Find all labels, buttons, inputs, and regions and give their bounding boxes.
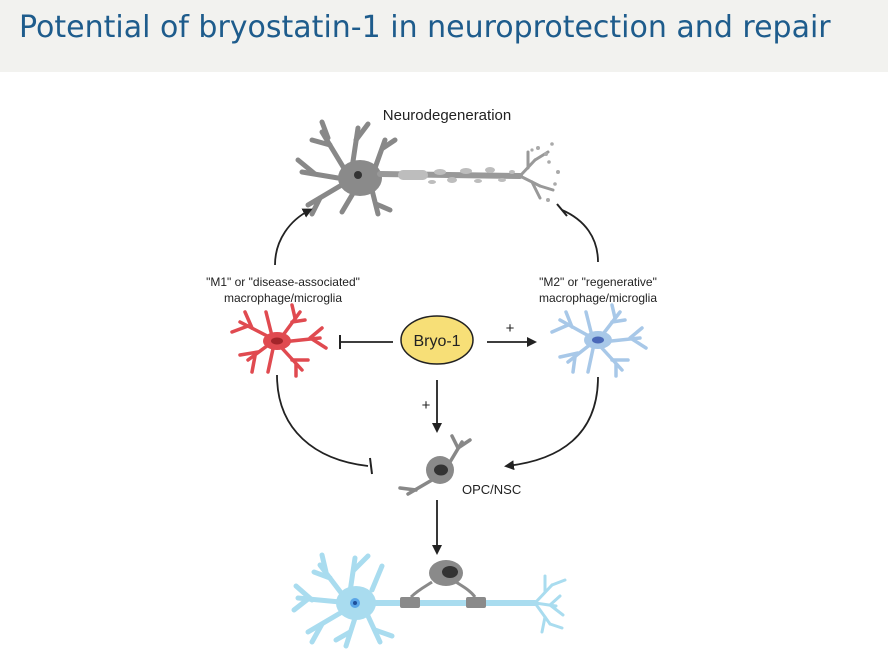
inhibit-bar-opc [369,457,373,475]
myelinated-neuron-icon [291,552,567,649]
m2-promotes-opc-arrow [504,376,599,471]
bryo-1-label: Bryo-1 [413,333,460,350]
m2-microglia-icon [550,303,648,378]
m1-label-line1: "M1" or "disease-associated" [206,275,360,289]
neurodegeneration-label: Neurodegeneration [383,107,511,124]
m2-label-line1: "M2" or "regenerative" [539,275,657,289]
m1-microglia-icon [230,303,328,378]
inhibit-bar-top [556,203,568,217]
slide-title: Potential of bryostatin-1 in neuroprotec… [19,10,831,45]
title-band [0,0,888,72]
m1-label-line2: macrophage/microglia [224,291,342,305]
myelin-sheath-right [466,597,486,608]
m1-inhibits-opc [276,374,369,467]
opc-nsc-label: OPC/NSC [462,482,521,497]
opc-nsc-cell-icon [398,434,472,496]
m2-label-line2: macrophage/microglia [539,291,657,305]
degenerating-neuron-icon [295,119,560,217]
diagram: Neurodegeneration "M1" or "disease-assoc… [206,107,657,649]
plus-right-label: + [506,320,515,337]
m1-to-neurodegeneration-arrow [274,208,313,266]
plus-down-label: + [422,397,431,414]
myelin-sheath-left [400,597,420,608]
m2-inhibits-neurodegeneration [561,209,599,263]
bryo-1-ellipse [400,315,474,365]
